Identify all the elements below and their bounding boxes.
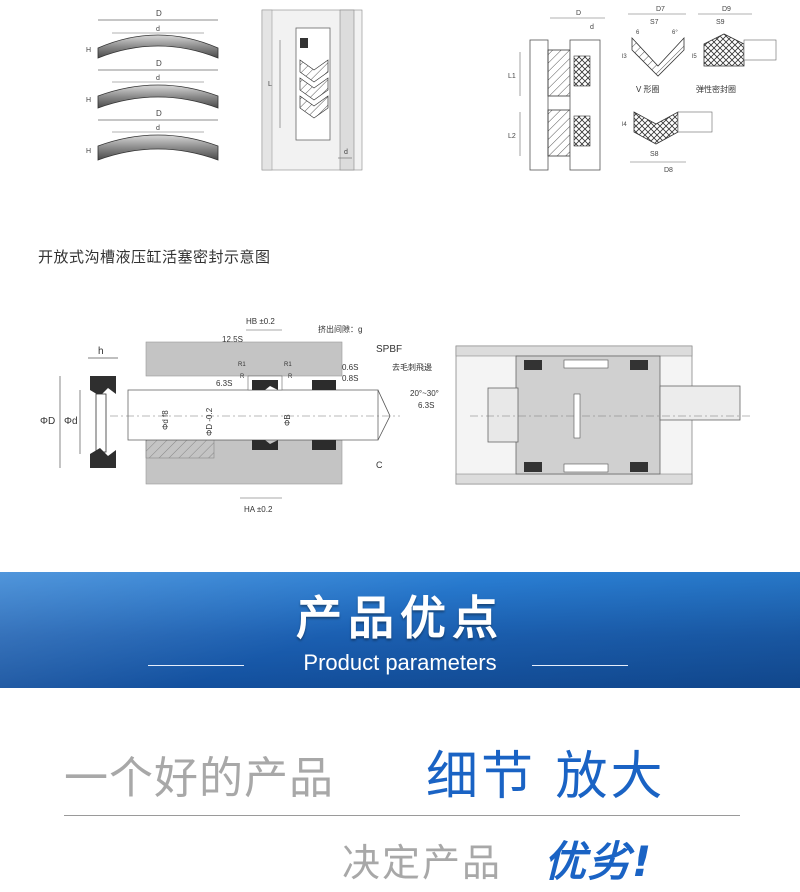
slogan-line-2-blue: 优劣! bbox=[544, 837, 654, 886]
surface-12-5s: 12.5S bbox=[222, 335, 243, 344]
cylinder-assembly bbox=[455, 345, 750, 485]
slogan-line-2: 决定产品 优劣! bbox=[342, 828, 762, 886]
slogan-divider bbox=[64, 815, 740, 816]
surface-0-6s: 0.6S bbox=[342, 363, 358, 372]
radius-r1-a: R1 bbox=[238, 362, 246, 368]
cylinder-section-drawing: L d bbox=[261, 9, 363, 171]
dim-d-1: d bbox=[156, 26, 160, 33]
dim-d-cyl: d bbox=[344, 149, 348, 156]
angle-6-b: 6° bbox=[672, 30, 678, 36]
slogan-line-1: 一个好的产品 细节 放大 bbox=[64, 740, 764, 807]
top-seal-drawings: D d H D d H D d H bbox=[86, 6, 777, 174]
dim-D-3: D bbox=[156, 109, 162, 118]
elastic-seal-label: 弹性密封圈 bbox=[696, 84, 736, 94]
seal-ring-3: D d H bbox=[86, 109, 219, 161]
surface-6-3s: 6.3S bbox=[216, 379, 232, 388]
dim-H-2: H bbox=[86, 97, 91, 104]
dim-l5: l5 bbox=[692, 54, 697, 60]
radius-r1-b: R1 bbox=[284, 362, 292, 368]
dim-h: h bbox=[98, 346, 104, 357]
banner-divider-left bbox=[148, 665, 244, 666]
dim-S7: S7 bbox=[650, 19, 659, 26]
dim-d-2: d bbox=[156, 75, 160, 82]
piston-seal-drawings: h ΦD Φd HB ±0.2 12.5S 挤出间隙：g bbox=[40, 317, 750, 514]
dim-phiD-tol: ΦD -0.2 bbox=[205, 407, 214, 436]
banner-sheen bbox=[0, 572, 800, 688]
slogan-line-1-grey: 一个好的产品 bbox=[64, 753, 334, 804]
dim-D-assembly: D bbox=[576, 10, 581, 17]
piston-groove-section: HB ±0.2 12.5S 挤出间隙：g SPBF 0.6S 0.8S 去毛刺飛… bbox=[110, 317, 439, 514]
dim-D8: D8 bbox=[664, 167, 673, 174]
banner-subtitle: Product parameters bbox=[303, 650, 497, 675]
slogan-line-2-grey: 决定产品 bbox=[342, 841, 503, 885]
banner-divider-right bbox=[532, 665, 628, 666]
angle-6-a: 6 bbox=[636, 30, 640, 36]
radius-r-b: R bbox=[288, 374, 293, 380]
dim-ha: HA ±0.2 bbox=[244, 505, 273, 514]
dim-D9: D9 bbox=[722, 6, 731, 13]
seal-assembly-drawing: D d L1 L2 bbox=[508, 10, 605, 171]
v-ring-label: V 形圈 bbox=[636, 85, 660, 94]
dim-D-2: D bbox=[156, 59, 162, 68]
dim-d-assembly: d bbox=[590, 24, 594, 31]
dim-phiD: ΦD bbox=[40, 416, 55, 427]
dim-l3: l3 bbox=[622, 54, 627, 60]
dim-H-3: H bbox=[86, 148, 91, 155]
extrusion-gap: 挤出间隙：g bbox=[318, 324, 362, 334]
elastic-seal-detail: D9 S9 l5 弹性密封圈 bbox=[692, 6, 777, 94]
dim-hb: HB ±0.2 bbox=[246, 317, 275, 326]
slogan-line-1-blue: 细节 放大 bbox=[426, 747, 666, 807]
surface-6-3s-chamfer: 6.3S bbox=[418, 401, 434, 410]
chamfer-angle: 20°~30° bbox=[410, 389, 439, 398]
deburr-note: 去毛刺飛邊 bbox=[392, 362, 432, 372]
dim-l4: l4 bbox=[622, 122, 627, 128]
banner-title: 产品优点 bbox=[296, 591, 504, 645]
dim-D-1: D bbox=[156, 9, 162, 18]
product-advantages-banner: 产品优点 Product parameters bbox=[0, 572, 800, 688]
dim-phid: Φd bbox=[64, 416, 78, 427]
spbf-label: SPBF bbox=[376, 344, 402, 355]
v-ring-lower-detail: l4 S8 D8 bbox=[622, 111, 713, 174]
surface-0-8s: 0.8S bbox=[342, 374, 358, 383]
dim-S8: S8 bbox=[650, 151, 659, 158]
dim-S9: S9 bbox=[716, 19, 725, 26]
dim-D7: D7 bbox=[656, 6, 665, 13]
dim-phiB: ΦB bbox=[283, 414, 292, 426]
seal-ring-1: D d H bbox=[86, 9, 219, 59]
dim-L: L bbox=[268, 81, 272, 88]
dim-L2: L2 bbox=[508, 133, 516, 140]
dim-d-3: d bbox=[156, 125, 160, 132]
dim-phid-f8: Φd f8 bbox=[161, 410, 170, 430]
dim-H-1: H bbox=[86, 47, 91, 54]
u-cup-profile: h ΦD Φd bbox=[40, 346, 118, 468]
radius-r-a: R bbox=[240, 374, 245, 380]
v-ring-detail: D7 S7 6 6° l3 V 形圈 bbox=[622, 6, 686, 94]
seal-ring-2: D d H bbox=[86, 59, 219, 109]
dim-C: C bbox=[376, 460, 383, 470]
dim-L1: L1 bbox=[508, 73, 516, 80]
drawing-caption: 开放式沟槽液压缸活塞密封示意图 bbox=[38, 248, 271, 266]
